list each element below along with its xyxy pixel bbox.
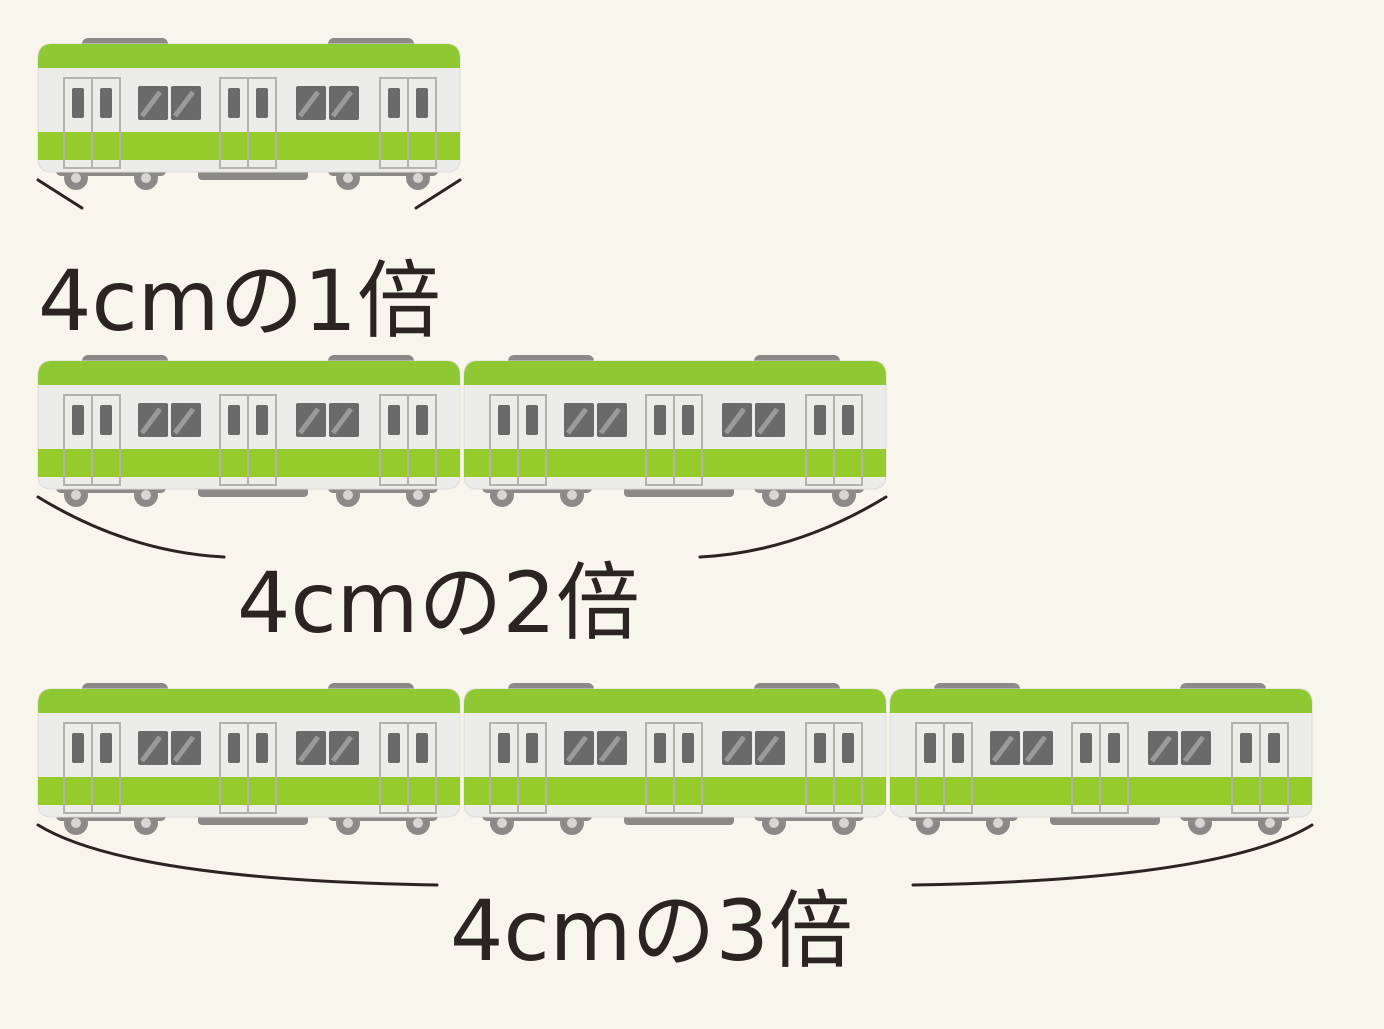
train-car-icon [464, 355, 886, 507]
train-car-icon [890, 683, 1312, 835]
length-brace [36, 178, 462, 210]
row-2: 4cmの2倍 [38, 355, 886, 652]
row-label: 4cmの1倍 [38, 252, 441, 350]
train-car-icon [38, 683, 460, 835]
train-car-icon [464, 683, 886, 835]
length-brace [36, 823, 1314, 887]
train-car-icon [38, 355, 460, 507]
row-label: 4cmの2倍 [237, 554, 640, 652]
row-3: 4cmの3倍 [38, 683, 1312, 980]
row-label: 4cmの3倍 [450, 882, 853, 980]
train-car-icon [38, 38, 460, 190]
row-1: 4cmの1倍 [38, 38, 460, 350]
length-brace [36, 495, 888, 559]
